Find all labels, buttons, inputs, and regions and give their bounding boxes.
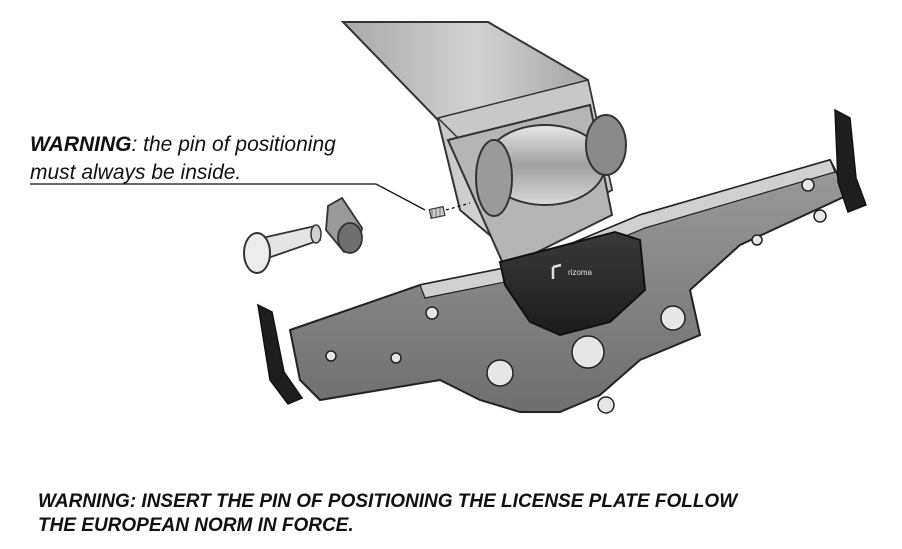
callout-text-line1: : the pin of positioning	[131, 133, 336, 156]
hinge-cover	[498, 230, 647, 337]
license-plate-norm-warning: WARNING: INSERT THE PIN OF POSITIONING T…	[38, 490, 888, 538]
pin-warning-callout: WARNING: the pin of positioning must alw…	[30, 131, 336, 187]
bolt-icon	[243, 224, 322, 274]
callout-text-line2: must always be inside.	[30, 161, 242, 184]
callout-leader-line	[30, 183, 471, 211]
spacer-icon	[325, 196, 363, 254]
right-side-tab	[834, 108, 867, 213]
brand-mark: rizoma	[568, 268, 593, 277]
left-side-tab	[257, 303, 304, 405]
footer-warning-line2: THE EUROPEAN NORM IN FORCE.	[38, 515, 354, 536]
brand-logo-icon	[551, 263, 562, 279]
footer-warning-line1: WARNING: INSERT THE PIN OF POSITIONING T…	[38, 491, 738, 512]
callout-lead: WARNING	[30, 133, 132, 156]
positioning-pin-icon	[428, 205, 446, 220]
hinge-bracket	[446, 103, 627, 270]
